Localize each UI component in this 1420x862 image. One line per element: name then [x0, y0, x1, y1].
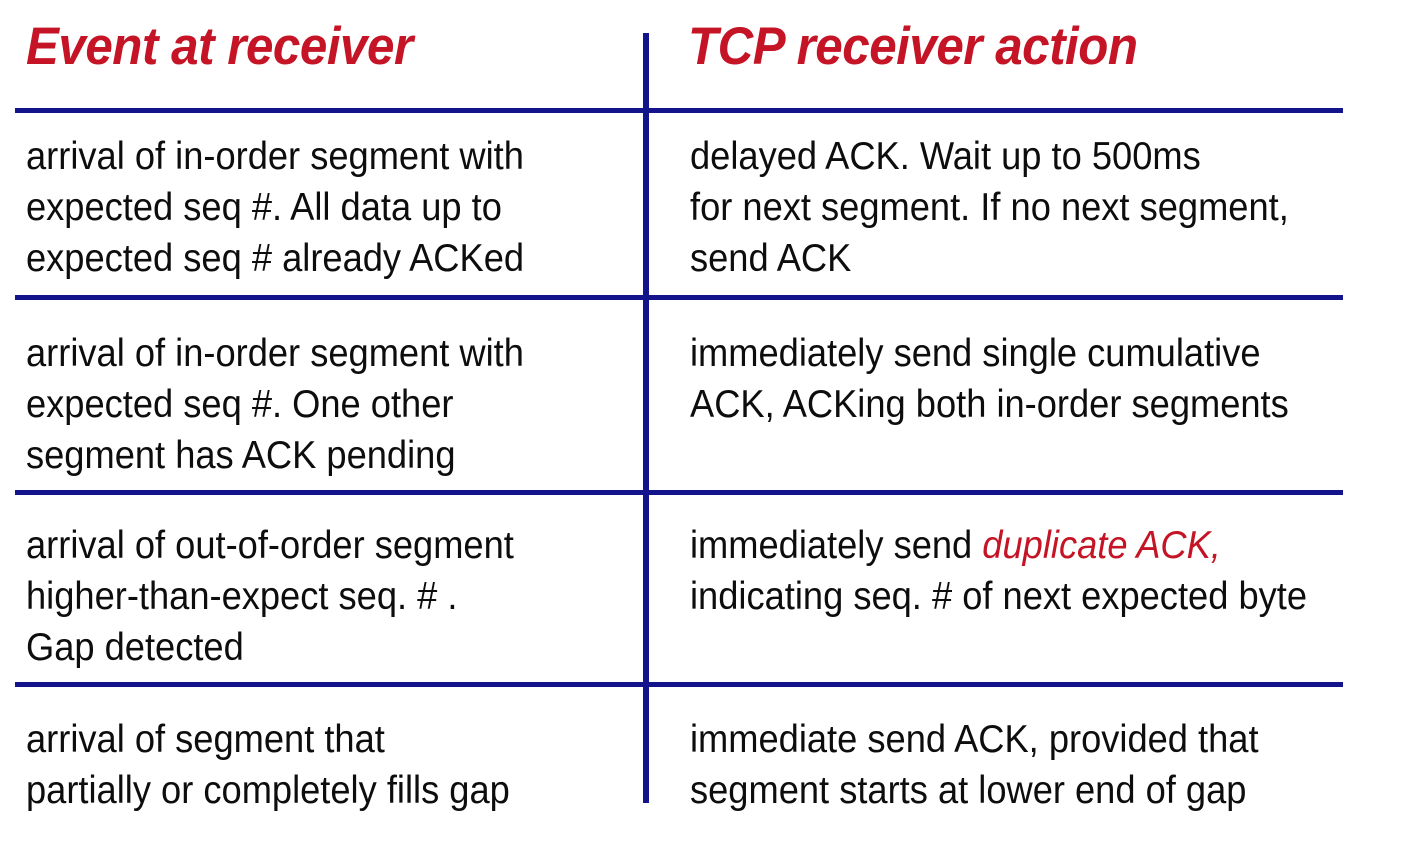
event-cell-row4: arrival of segment that partially or com… [26, 714, 510, 816]
action-line: delayed ACK. Wait up to 500ms [690, 135, 1201, 178]
event-line: expected seq # already ACKed [26, 237, 525, 280]
event-line: arrival of segment that [26, 718, 385, 761]
duplicate-ack-highlight: duplicate ACK, [982, 524, 1221, 567]
row-divider-line-2 [15, 295, 1343, 300]
action-line: for next segment. If no next segment, [690, 186, 1289, 229]
event-line: arrival of in-order segment with [26, 135, 524, 178]
action-cell-row3: immediately send duplicate ACK, indicati… [690, 520, 1307, 622]
action-cell-row2: immediately send single cumulative ACK, … [690, 328, 1289, 430]
event-line: Gap detected [26, 626, 244, 669]
event-line: higher-than-expect seq. # . [26, 575, 458, 618]
action-line: indicating seq. # of next expected byte [690, 575, 1308, 618]
event-cell-row3: arrival of out-of-order segment higher-t… [26, 520, 514, 673]
event-line: partially or completely fills gap [26, 769, 510, 812]
event-line: segment has ACK pending [26, 434, 456, 477]
action-line: immediately send duplicate ACK, [690, 520, 1307, 571]
event-line: expected seq #. One other [26, 383, 454, 426]
action-line: immediately send single cumulative [690, 332, 1261, 375]
row-divider-line-3 [15, 490, 1343, 495]
action-line: ACK, ACKing both in-order segments [690, 383, 1289, 426]
event-line: expected seq #. All data up to [26, 186, 502, 229]
column-header-action: TCP receiver action [688, 17, 1138, 76]
action-cell-row1: delayed ACK. Wait up to 500ms for next s… [690, 131, 1289, 284]
event-line: arrival of in-order segment with [26, 332, 524, 375]
action-line-prefix: immediately send [690, 524, 983, 567]
row-divider-line-1 [15, 108, 1343, 113]
action-line: immediate send ACK, provided that [690, 718, 1259, 761]
event-cell-row2: arrival of in-order segment with expecte… [26, 328, 524, 481]
column-divider-line [643, 33, 649, 803]
action-line: segment starts at lower end of gap [690, 769, 1247, 812]
action-cell-row4: immediate send ACK, provided that segmen… [690, 714, 1259, 816]
action-line: send ACK [690, 237, 852, 280]
column-header-event: Event at receiver [26, 17, 413, 76]
event-cell-row1: arrival of in-order segment with expecte… [26, 131, 524, 284]
row-divider-line-4 [15, 682, 1343, 687]
event-line: arrival of out-of-order segment [26, 524, 514, 567]
